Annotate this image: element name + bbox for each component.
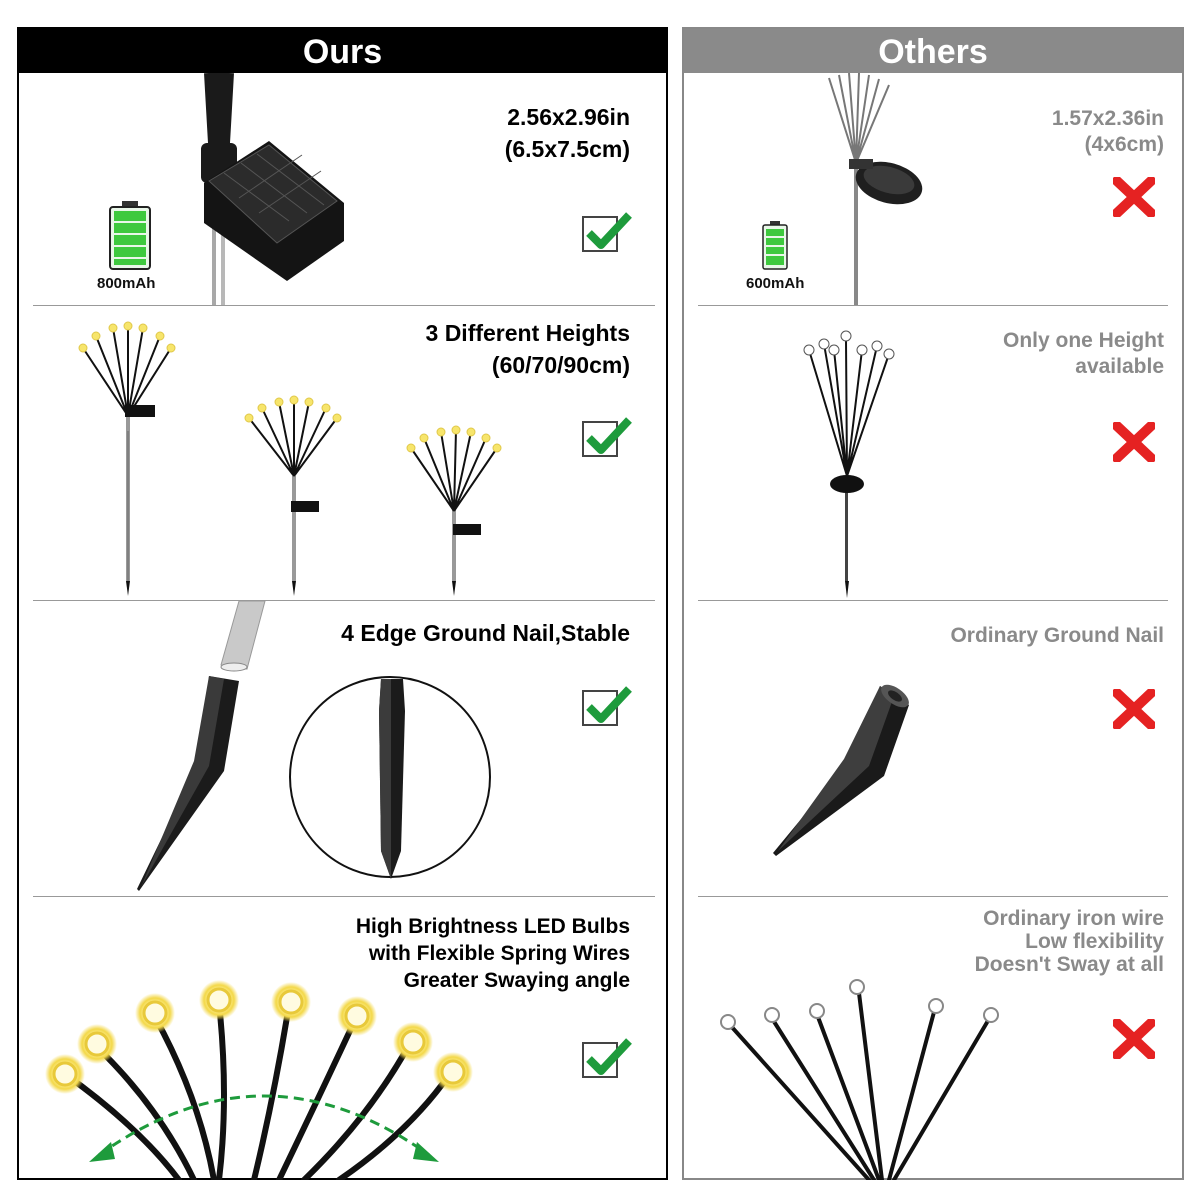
red-x-icon bbox=[1113, 1019, 1155, 1059]
bulbs-text: High Brightness LED Bulbs with Flexible … bbox=[356, 913, 630, 994]
three-heights-illustration bbox=[78, 321, 502, 596]
single-height-illustration bbox=[803, 330, 895, 598]
text-line: Ordinary Ground Nail bbox=[950, 624, 1164, 647]
red-x-icon bbox=[1113, 689, 1155, 729]
battery-capacity-label: 800mAh bbox=[97, 275, 156, 292]
ours-column: Ours 800mAh 2.56x2. bbox=[17, 27, 668, 1180]
text-line: (6.5x7.5cm) bbox=[504, 136, 630, 162]
ours-row-bulbs: High Brightness LED Bulbs with Flexible … bbox=[19, 897, 666, 1180]
text-line: available bbox=[1075, 355, 1164, 378]
row-divider bbox=[698, 896, 1168, 897]
small-solar-illustration bbox=[828, 73, 923, 305]
wires-text: Ordinary iron wire Low flexibility Doesn… bbox=[975, 907, 1164, 976]
text-line: Only one Height bbox=[1002, 329, 1164, 352]
battery-icon bbox=[762, 221, 788, 270]
checkmark-box-icon bbox=[582, 686, 632, 726]
ground-nail-illustration bbox=[137, 601, 491, 891]
text-line: (60/70/90cm) bbox=[491, 352, 630, 378]
text-line: with Flexible Spring Wires bbox=[368, 942, 630, 965]
row-divider bbox=[33, 600, 655, 601]
others-row-wires: Ordinary iron wire Low flexibility Doesn… bbox=[684, 897, 1182, 1180]
checkmark-box-icon bbox=[582, 417, 632, 457]
text-line: 1.57x2.36in bbox=[1051, 107, 1164, 130]
text-line: High Brightness LED Bulbs bbox=[355, 915, 630, 938]
text-line: Low flexibility bbox=[1025, 930, 1164, 953]
size-text: 1.57x2.36in (4x6cm) bbox=[1052, 106, 1164, 158]
checkmark-box-icon bbox=[582, 212, 632, 252]
row-divider bbox=[33, 305, 655, 306]
others-row-heights: Only one Height available bbox=[684, 306, 1182, 600]
heights-text: 3 Different Heights (60/70/90cm) bbox=[426, 317, 630, 381]
ours-row-nail: 4 Edge Ground Nail,Stable bbox=[19, 601, 666, 896]
others-header: Others bbox=[684, 29, 1182, 73]
ours-row-size: 800mAh 2.56x2.96in (6.5x7.5cm) bbox=[19, 73, 666, 305]
battery-capacity-label: 600mAh bbox=[746, 275, 805, 292]
size-text: 2.56x2.96in (6.5x7.5cm) bbox=[505, 101, 630, 165]
others-row-nail: Ordinary Ground Nail bbox=[684, 601, 1182, 896]
row-divider bbox=[698, 600, 1168, 601]
tall-stake-light bbox=[78, 321, 176, 596]
red-x-icon bbox=[1113, 177, 1155, 217]
others-row-size: 600mAh 1.57x2.36in (4x6cm) bbox=[684, 73, 1182, 305]
nail-text: Ordinary Ground Nail bbox=[950, 623, 1164, 649]
text-line: 3 Different Heights bbox=[425, 320, 630, 346]
nail-text: 4 Edge Ground Nail,Stable bbox=[341, 617, 630, 649]
red-x-icon bbox=[1113, 422, 1155, 462]
iron-wire-illustration bbox=[720, 979, 999, 1180]
battery-full-icon bbox=[109, 201, 151, 270]
ours-header: Ours bbox=[19, 29, 666, 73]
row-divider bbox=[33, 896, 655, 897]
text-line: (4x6cm) bbox=[1084, 133, 1164, 156]
text-line: Ordinary iron wire bbox=[983, 907, 1164, 930]
checkmark-box-icon bbox=[582, 1038, 632, 1078]
solar-panel-illustration bbox=[201, 73, 344, 305]
text-line: 4 Edge Ground Nail,Stable bbox=[341, 620, 630, 646]
short-stake-light bbox=[406, 425, 502, 596]
ordinary-nail-illustration bbox=[773, 684, 909, 856]
others-column: Others 600mAh 1.57x2.36in (4x6cm) bbox=[682, 27, 1184, 1180]
text-line: Greater Swaying angle bbox=[403, 969, 630, 992]
ours-row-heights: 3 Different Heights (60/70/90cm) bbox=[19, 306, 666, 600]
text-line: Doesn't Sway at all bbox=[974, 953, 1164, 976]
text-line: 2.56x2.96in bbox=[507, 104, 630, 130]
heights-text: Only one Height available bbox=[1003, 328, 1164, 380]
flexible-wires-illustration bbox=[45, 980, 473, 1180]
row-divider bbox=[698, 305, 1168, 306]
medium-stake-light bbox=[244, 395, 342, 596]
